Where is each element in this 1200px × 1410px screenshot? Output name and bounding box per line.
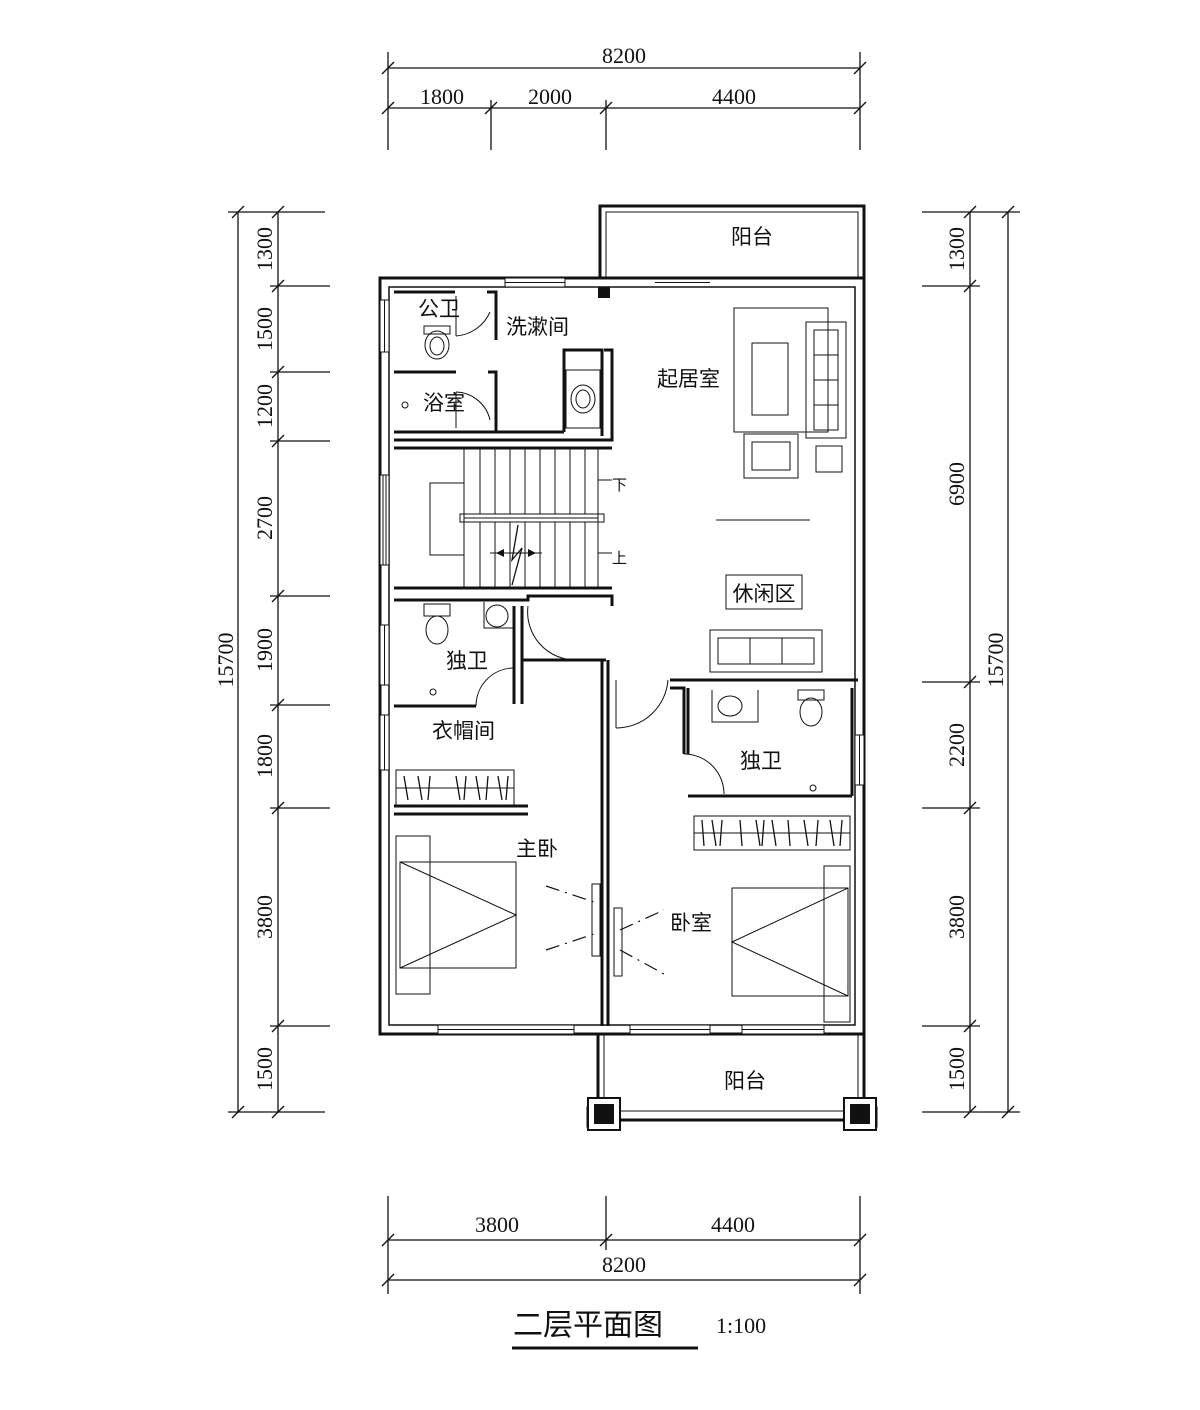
stair-treads (479, 448, 586, 588)
right-ensuite-label: 独卫 (740, 749, 782, 773)
drawing-title: 二层平面图 (513, 1308, 663, 1343)
wet-zone-walls: 公卫 洗漱间 浴室 (394, 290, 614, 442)
left-dimension-7: 3800 (252, 895, 277, 939)
wardrobe-hangers-right (701, 819, 843, 847)
left-ensuite-label: 独卫 (446, 649, 488, 673)
right-dimension-1: 1300 (944, 227, 969, 271)
master-bedroom: 主卧 (394, 812, 601, 995)
left-total-dimension: 15700 (213, 633, 238, 688)
second-bedroom: 卧室 (613, 865, 851, 1023)
drawing-scale: 1:100 (716, 1313, 766, 1338)
right-dimension-chain: 1300 6900 2200 3800 1500 15700 (922, 205, 1020, 1119)
left-dimension-2: 1500 (252, 307, 277, 351)
top-dimension-2: 2000 (528, 84, 572, 109)
right-ensuite: 独卫 (615, 678, 858, 851)
leisure-area-label: 休闲区 (733, 582, 796, 606)
bottom-balcony-label: 阳台 (724, 1069, 766, 1093)
right-dimension-2: 6900 (944, 462, 969, 506)
top-balcony: 阳台 (598, 204, 866, 278)
top-dimension-3: 4400 (712, 84, 756, 109)
staircase: 下 上 (394, 446, 627, 590)
bottom-balcony: 阳台 (586, 1034, 878, 1131)
master-bedroom-label: 主卧 (516, 837, 558, 861)
cloakroom-label: 衣帽间 (432, 719, 495, 743)
left-dimension-4: 2700 (252, 496, 277, 540)
right-dimension-4: 3800 (944, 895, 969, 939)
exterior-walls (378, 276, 866, 1036)
living-room-label: 起居室 (657, 367, 720, 391)
top-dimension-chain: 8200 1800 2000 4400 (381, 43, 867, 150)
left-dimension-chain: 15700 1300 1500 1200 2700 1900 1800 3800… (213, 205, 330, 1119)
stair-up-label: 上 (612, 549, 627, 567)
public-wc-label: 公卫 (418, 297, 460, 321)
bottom-dimension-chain: 3800 4400 8200 (381, 1196, 867, 1294)
bedroom-label: 卧室 (670, 911, 712, 935)
left-dimension-8: 1500 (252, 1047, 277, 1091)
top-balcony-label: 阳台 (731, 225, 773, 249)
right-dimension-3: 2200 (944, 723, 969, 767)
left-dimension-6: 1800 (252, 734, 277, 778)
left-dimension-5: 1900 (252, 628, 277, 672)
stair-down-label: 下 (612, 476, 627, 494)
right-dimension-5: 1500 (944, 1047, 969, 1091)
wardrobe-hangers-left (403, 775, 509, 801)
top-total-dimension: 8200 (602, 43, 646, 68)
living-area: 起居室 休闲区 (657, 307, 847, 673)
right-total-dimension: 15700 (983, 633, 1008, 688)
drawing-title-block: 二层平面图 1:100 (512, 1308, 766, 1350)
left-ensuite: 独卫 衣帽间 (394, 594, 614, 1026)
washroom-label: 洗漱间 (506, 315, 569, 339)
bottom-dimension-1: 3800 (475, 1212, 519, 1237)
left-dimension-1: 1300 (252, 227, 277, 271)
top-dimension-1: 1800 (420, 84, 464, 109)
bottom-total-dimension: 8200 (602, 1252, 646, 1277)
left-dimension-3: 1200 (252, 384, 277, 428)
bottom-dimension-2: 4400 (711, 1212, 755, 1237)
bath-label: 浴室 (423, 391, 465, 415)
